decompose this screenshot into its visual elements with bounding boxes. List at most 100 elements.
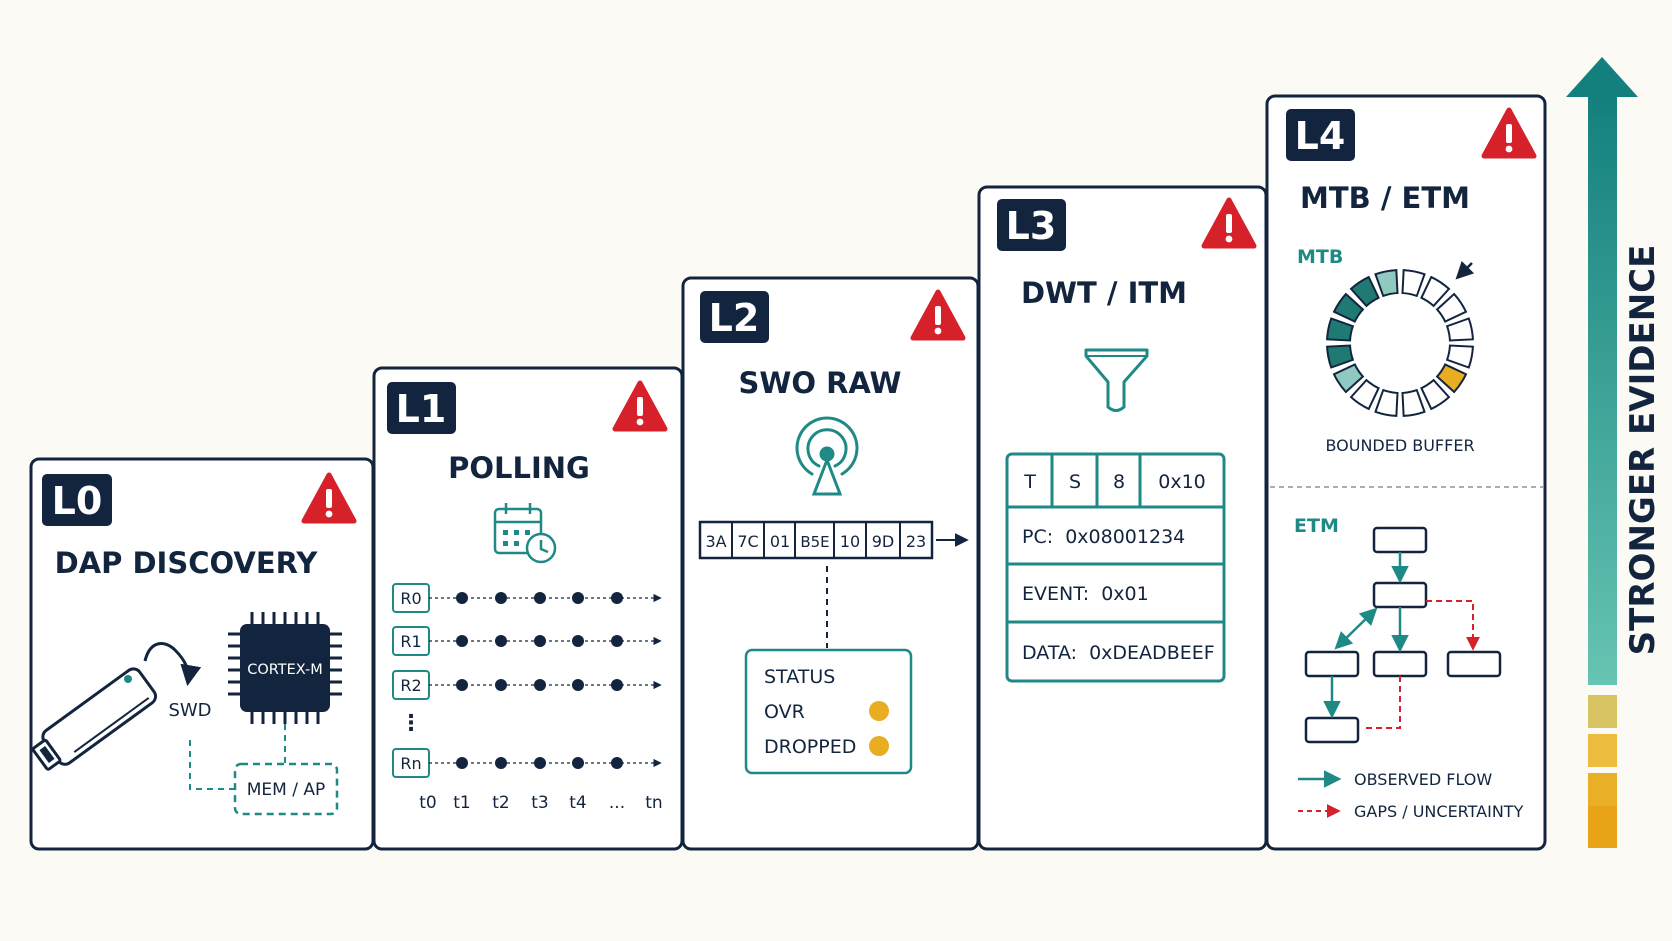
filter-icon	[1084, 348, 1149, 412]
buffer-segment	[1374, 388, 1399, 417]
level-title-l4: MTB / ETM	[1300, 181, 1470, 215]
byte-cell: 9D	[872, 532, 895, 551]
packet-header-cell: S	[1069, 471, 1081, 493]
level-panel-l1: L1 POLLING R0 R1 R2 ⋮	[372, 366, 684, 851]
time-label: t4	[569, 793, 586, 813]
status-flag-ovr: OVR	[764, 701, 805, 723]
packet-row: PC: 0x08001234	[1022, 526, 1185, 548]
buffer-segment	[1401, 388, 1426, 417]
legend-gaps-label: GAPS / UNCERTAINTY	[1354, 802, 1524, 821]
register-label: R1	[400, 632, 421, 651]
etm-label: ETM	[1294, 515, 1339, 537]
flow-node	[1304, 650, 1360, 678]
level-badge-l3-text: L3	[1006, 204, 1057, 248]
time-label: ...	[609, 793, 625, 813]
time-label: t2	[492, 793, 509, 813]
chip-label: CORTEX-M	[247, 662, 323, 678]
register-label: R2	[400, 676, 421, 695]
level-panel-l3: L3 DWT / ITM T S 8 0x10 PC: 0x08001234 E…	[977, 185, 1268, 851]
buffer-segment	[1435, 363, 1468, 394]
itm-packet-table: T S 8 0x10 PC: 0x08001234 EVENT: 0x01 DA…	[1005, 452, 1226, 683]
stronger-evidence-axis: STRONGER EVIDENCE	[1566, 57, 1663, 848]
status-indicator	[869, 736, 889, 756]
debug-probe-icon	[31, 642, 202, 771]
mem-ap-label: MEM / AP	[247, 780, 326, 800]
swo-byte-stream: 3A 7C 01 B5E 10 9D 23	[698, 520, 969, 560]
register-ellipsis: ⋮	[400, 711, 422, 736]
buffer-segment	[1445, 317, 1474, 342]
byte-cell: 3A	[705, 532, 726, 551]
time-label: t0	[419, 793, 436, 813]
level-title-l0: DAP DISCOVERY	[55, 546, 319, 580]
polling-timeline: R0 R1 R2 ⋮ Rn t0 t1 t2 t3 t4 ... tn	[392, 583, 663, 813]
swd-label: SWD	[168, 700, 211, 721]
buffer-segment	[1332, 292, 1365, 323]
mtb-label: MTB	[1297, 246, 1343, 268]
byte-cell: 01	[770, 532, 790, 551]
legend: OBSERVED FLOW GAPS / UNCERTAINTY	[1298, 770, 1524, 821]
register-label: Rn	[400, 754, 421, 773]
packet-header-cell: 0x10	[1158, 471, 1206, 493]
mem-ap-box	[233, 762, 339, 816]
buffer-segment	[1349, 378, 1380, 411]
level-panel-l2: L2 SWO RAW 3A 7C 01 B5E 10 9D 23	[681, 276, 980, 851]
byte-cell: B5E	[800, 533, 829, 551]
cortex-m-chip	[228, 612, 342, 724]
buffer-segment	[1420, 378, 1451, 411]
evidence-level-bar	[1588, 734, 1617, 767]
evidence-level-bar	[1588, 695, 1617, 728]
stronger-evidence-label: STRONGER EVIDENCE	[1623, 245, 1663, 656]
level-title-l1: POLLING	[448, 451, 590, 485]
packet-header-cell: 8	[1113, 471, 1125, 493]
register-label: R0	[400, 589, 421, 608]
buffer-segment	[1326, 317, 1355, 342]
status-indicator	[869, 701, 889, 721]
ring-buffer-icon	[1326, 269, 1474, 417]
buffer-segment	[1332, 363, 1365, 394]
status-flag-dropped: DROPPED	[764, 736, 856, 758]
flow-node	[1304, 716, 1360, 744]
buffer-segment	[1401, 269, 1426, 298]
level-title-l3: DWT / ITM	[1021, 276, 1187, 310]
evidence-level-bar	[1588, 773, 1617, 806]
level-badge-l1-text: L1	[396, 387, 447, 431]
byte-cell: 10	[840, 532, 860, 551]
level-badge-l0	[42, 474, 112, 526]
byte-cell: 23	[906, 532, 926, 551]
level-badge-l2	[700, 291, 769, 343]
legend-observed-label: OBSERVED FLOW	[1354, 770, 1492, 789]
level-panel-l0: L0 DAP DISCOVERY SWD CORTEX-M	[29, 457, 375, 851]
status-title: STATUS	[764, 666, 835, 688]
level-badge-l2-text: L2	[709, 296, 760, 340]
buffer-segment	[1374, 269, 1399, 298]
evidence-arrow-head	[1566, 57, 1638, 97]
flow-node	[1446, 650, 1502, 678]
time-label: t1	[453, 793, 470, 813]
level-title-l2: SWO RAW	[738, 366, 901, 400]
flow-node	[1372, 650, 1428, 678]
buffer-segment	[1445, 344, 1474, 369]
status-box: STATUS OVR DROPPED	[744, 648, 913, 775]
buffer-segment	[1349, 275, 1380, 308]
flow-node	[1372, 526, 1428, 554]
level-panel-l4: L4 MTB / ETM MTB BOUNDED BUFFER ETM OBSE…	[1265, 94, 1547, 851]
time-label: t3	[531, 793, 548, 813]
level-badge-l4	[1286, 109, 1355, 161]
bounded-buffer-label: BOUNDED BUFFER	[1325, 436, 1474, 455]
level-badge-l0-text: L0	[52, 479, 103, 523]
buffer-segment	[1326, 344, 1355, 369]
packet-header-cell: T	[1023, 471, 1036, 493]
byte-cell: 7C	[737, 532, 758, 551]
buffer-segment	[1435, 292, 1468, 323]
packet-row: DATA: 0xDEADBEEF	[1022, 642, 1215, 664]
etm-flow-graph	[1304, 526, 1502, 744]
packet-row: EVENT: 0x01	[1022, 583, 1149, 605]
evidence-shaft	[1588, 95, 1617, 685]
buffer-segment	[1420, 275, 1451, 308]
flow-node	[1372, 581, 1428, 609]
level-badge-l1	[387, 382, 456, 434]
calendar-clock-icon	[493, 503, 557, 564]
level-badge-l4-text: L4	[1295, 114, 1346, 158]
antenna-icon	[795, 416, 859, 496]
